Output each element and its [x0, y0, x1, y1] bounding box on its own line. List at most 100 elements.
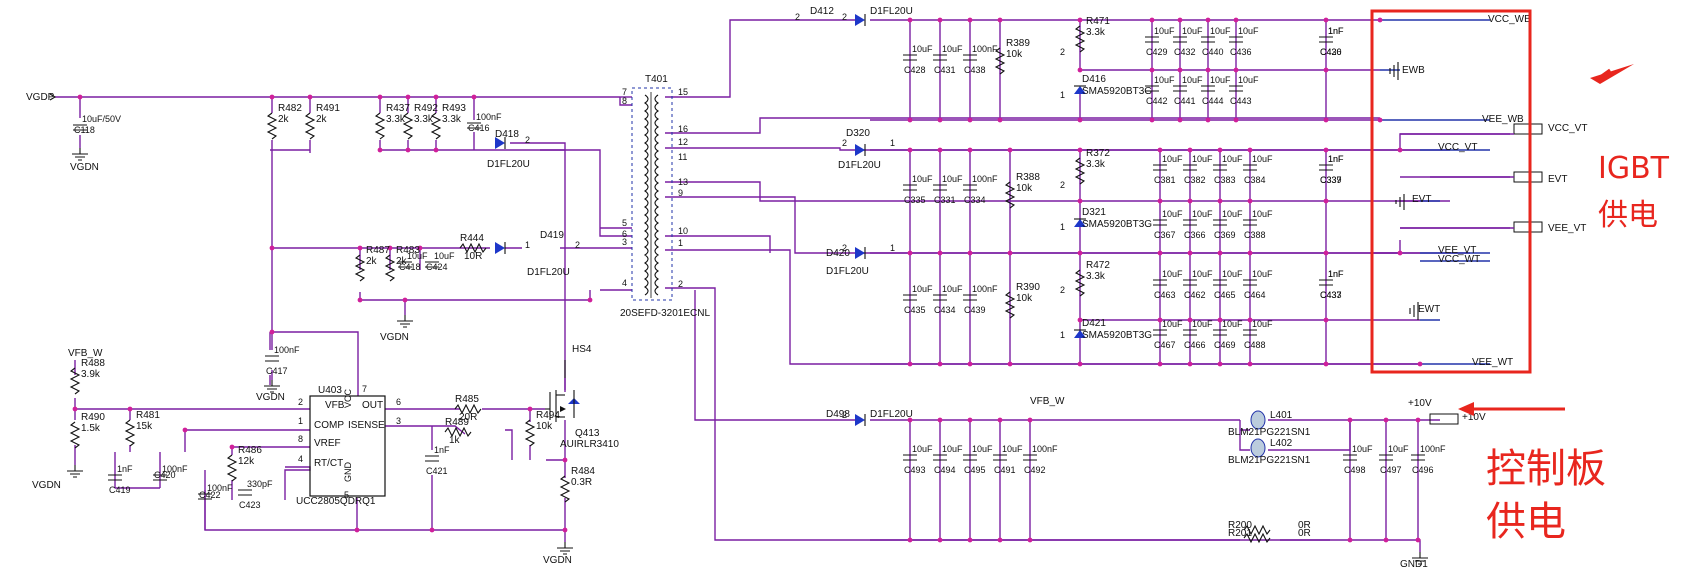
cap-c419-ref: C419 [109, 485, 131, 495]
cap-vt-1n-1-value: 1nF [1328, 154, 1344, 164]
t401-pin: 16 [678, 124, 688, 134]
u403-pin-num: 8 [298, 434, 303, 444]
u403-pin-num: 1 [298, 416, 303, 426]
cap-wb-bot-1-ref: C441 [1174, 96, 1196, 106]
cap-vt-bot-0-value: 10uF [1162, 209, 1183, 219]
cap-vt-a-2-ref: C334 [964, 195, 986, 205]
cap-wb-1n-1-ref: C426 [1320, 47, 1342, 57]
cap-wt-a-0-ref: C435 [904, 305, 926, 315]
junction-dot [1415, 417, 1421, 423]
res-r481-value: 15k [136, 421, 153, 432]
u403-pin-num: 5 [344, 490, 349, 500]
res-r494-value: 10k [536, 421, 553, 432]
junction-dot [402, 297, 408, 303]
cap-wb-top-0-value: 10uF [1154, 26, 1175, 36]
cap-c422-value: 100nF [207, 483, 233, 493]
cap-c424-value: 10uF [434, 251, 455, 261]
junction-dot [405, 147, 411, 153]
ground-icon [67, 465, 83, 478]
junction-dot [1217, 147, 1223, 153]
net-evt: EVT [1412, 194, 1431, 205]
junction-dot [1323, 250, 1329, 256]
cap-c423-ref: C423 [239, 500, 261, 510]
junction-dot [1149, 117, 1155, 123]
zener-d421-ref: D421 [1082, 318, 1106, 329]
junction-dot [1217, 250, 1223, 256]
diode-d419-ref: D419 [540, 230, 564, 241]
cap-wt-a-1-ref: C434 [934, 305, 956, 315]
res-r491-value: 2k [316, 114, 328, 125]
junction-dot [1077, 17, 1083, 23]
junction-dot [1217, 198, 1223, 204]
cap-wb-top-2-value: 10uF [1210, 26, 1231, 36]
wire-layer [55, 19, 1510, 552]
pin-number: 2 [842, 12, 847, 22]
t401-pin: 1 [678, 238, 683, 248]
junction-dot [1383, 417, 1389, 423]
earth-ewt-icon [1409, 302, 1419, 320]
net-lines [1380, 19, 1490, 365]
u403-pin-num: 2 [298, 397, 303, 407]
res-r471-value: 3.3k [1086, 27, 1106, 38]
res-r490-ref: R490 [81, 412, 105, 423]
net-vfb-w: VFB_W [68, 348, 103, 359]
cap-wt-top-1-ref: C462 [1184, 290, 1206, 300]
junction-dot [967, 250, 973, 256]
res-r484-value: 0.3R [571, 477, 592, 488]
junction-dot [417, 245, 423, 251]
cap-wb-top-2-ref: C440 [1202, 47, 1224, 57]
res-r486-value: 12k [238, 456, 255, 467]
q413-part: AUIRLR3410 [560, 439, 619, 450]
cap-vt-top-2-value: 10uF [1222, 154, 1243, 164]
junction-dot [1007, 147, 1013, 153]
cap-ctrl-a-0-ref: C493 [904, 465, 926, 475]
cap-vt-bot-2-value: 10uF [1222, 209, 1243, 219]
junction-dot [937, 17, 943, 23]
cap-vt-bot-3-value: 10uF [1252, 209, 1273, 219]
junction-dot [357, 297, 363, 303]
junction-dot [1077, 198, 1083, 204]
cap-wt-top-1-value: 10uF [1192, 269, 1213, 279]
junction-dot [967, 361, 973, 367]
pin-number: 2 [842, 138, 847, 148]
cap-vt-a-2-value: 100nF [972, 174, 998, 184]
cap-vt-bot-3-ref: C388 [1244, 230, 1266, 240]
res-r388-ref: R388 [1016, 172, 1040, 183]
res-r486-ref: R486 [238, 445, 262, 456]
cap-vt-bot-1-value: 10uF [1192, 209, 1213, 219]
u403-pin-vfb: VFB [325, 400, 345, 411]
cap-wt-1n-0-ref: C437 [1320, 290, 1342, 300]
u403-pin-gnd: GND [343, 462, 353, 483]
junction-dot [1205, 67, 1211, 73]
pin-number: 2 [575, 240, 580, 250]
junction-dot [387, 245, 393, 251]
cap-wb-bot-2-value: 10uF [1210, 75, 1231, 85]
cap-wt-top-0-ref: C463 [1154, 290, 1176, 300]
res-r488-value: 3.9k [81, 369, 101, 380]
junction-dot [1377, 17, 1383, 23]
junction-dot [1187, 361, 1193, 367]
res-r483-ref: R483 [396, 245, 420, 256]
junction-dot [907, 250, 913, 256]
bead-value: BLM21PG221SN1 [1228, 427, 1311, 438]
pin-number: 2 [525, 135, 530, 145]
net-ewt: EWT [1418, 304, 1440, 315]
cap-wt-1n-1-value: 1nF [1328, 269, 1344, 279]
res-r492-ref: R492 [414, 103, 438, 114]
cap-wt-bot-3-value: 10uF [1252, 319, 1273, 329]
